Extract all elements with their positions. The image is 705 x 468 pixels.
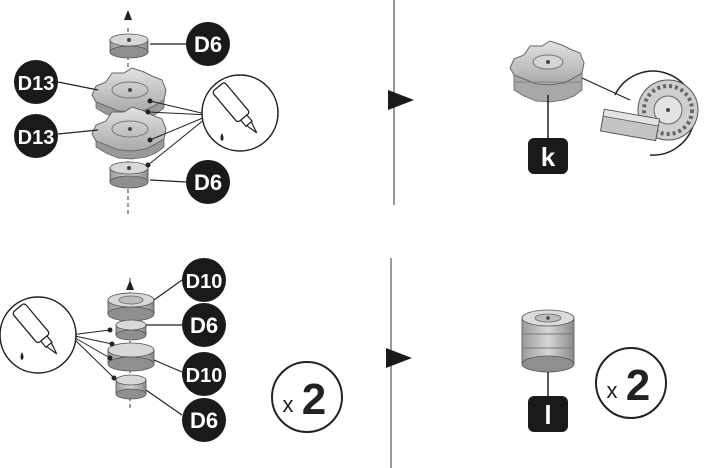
- result-1-gear-stack: [509, 40, 631, 140]
- step-arrow-bottom: [386, 348, 412, 368]
- part-label-d10-top: D10: [182, 258, 226, 302]
- part-d6-bottom: [109, 161, 149, 189]
- part-d10-lower: [107, 342, 155, 372]
- glue-bottle-icon: [201, 74, 279, 152]
- glue-bottle-icon-2: [0, 296, 77, 374]
- svg-text:l: l: [544, 400, 551, 430]
- up-arrow-icon-2: [126, 280, 134, 290]
- svg-text:D6: D6: [190, 408, 218, 433]
- up-arrow-icon: [124, 10, 132, 20]
- svg-text:D10: D10: [186, 365, 223, 387]
- svg-text:D10: D10: [186, 271, 223, 293]
- svg-text:2: 2: [626, 361, 650, 410]
- step-1-exploded-assembly: [57, 10, 211, 215]
- svg-text:x: x: [283, 392, 294, 417]
- result-2-disc-stack: [521, 309, 575, 398]
- magnified-gear-callout: [599, 70, 699, 156]
- part-d10-top: [107, 292, 155, 322]
- svg-text:x: x: [607, 378, 618, 403]
- quantity-multiplier-step-2: x 2: [271, 361, 343, 433]
- part-label-d10-lower: D10: [182, 352, 226, 396]
- svg-text:D13: D13: [18, 73, 55, 95]
- part-d6-lowest: [115, 374, 147, 400]
- step-2-exploded-assembly: [69, 278, 183, 416]
- svg-text:D6: D6: [194, 170, 222, 195]
- step-arrow-top: [388, 90, 414, 110]
- svg-text:D6: D6: [194, 32, 222, 57]
- part-label-d6-lowest: D6: [182, 398, 226, 442]
- quantity-multiplier-result-2: x 2: [595, 347, 667, 419]
- svg-text:D13: D13: [18, 127, 55, 149]
- part-label-d6-middle: D6: [182, 303, 226, 347]
- part-d6-middle: [115, 319, 147, 341]
- svg-text:2: 2: [302, 375, 326, 424]
- part-label-d6-top: D6: [186, 22, 230, 66]
- part-label-d13-upper: D13: [14, 60, 58, 104]
- svg-text:D6: D6: [190, 313, 218, 338]
- result-label-k: k: [528, 138, 568, 174]
- part-label-d6-bottom: D6: [186, 160, 230, 204]
- part-label-d13-lower: D13: [14, 114, 58, 158]
- result-label-l: l: [528, 396, 568, 432]
- part-d6-top: [109, 33, 149, 59]
- svg-text:k: k: [541, 142, 556, 172]
